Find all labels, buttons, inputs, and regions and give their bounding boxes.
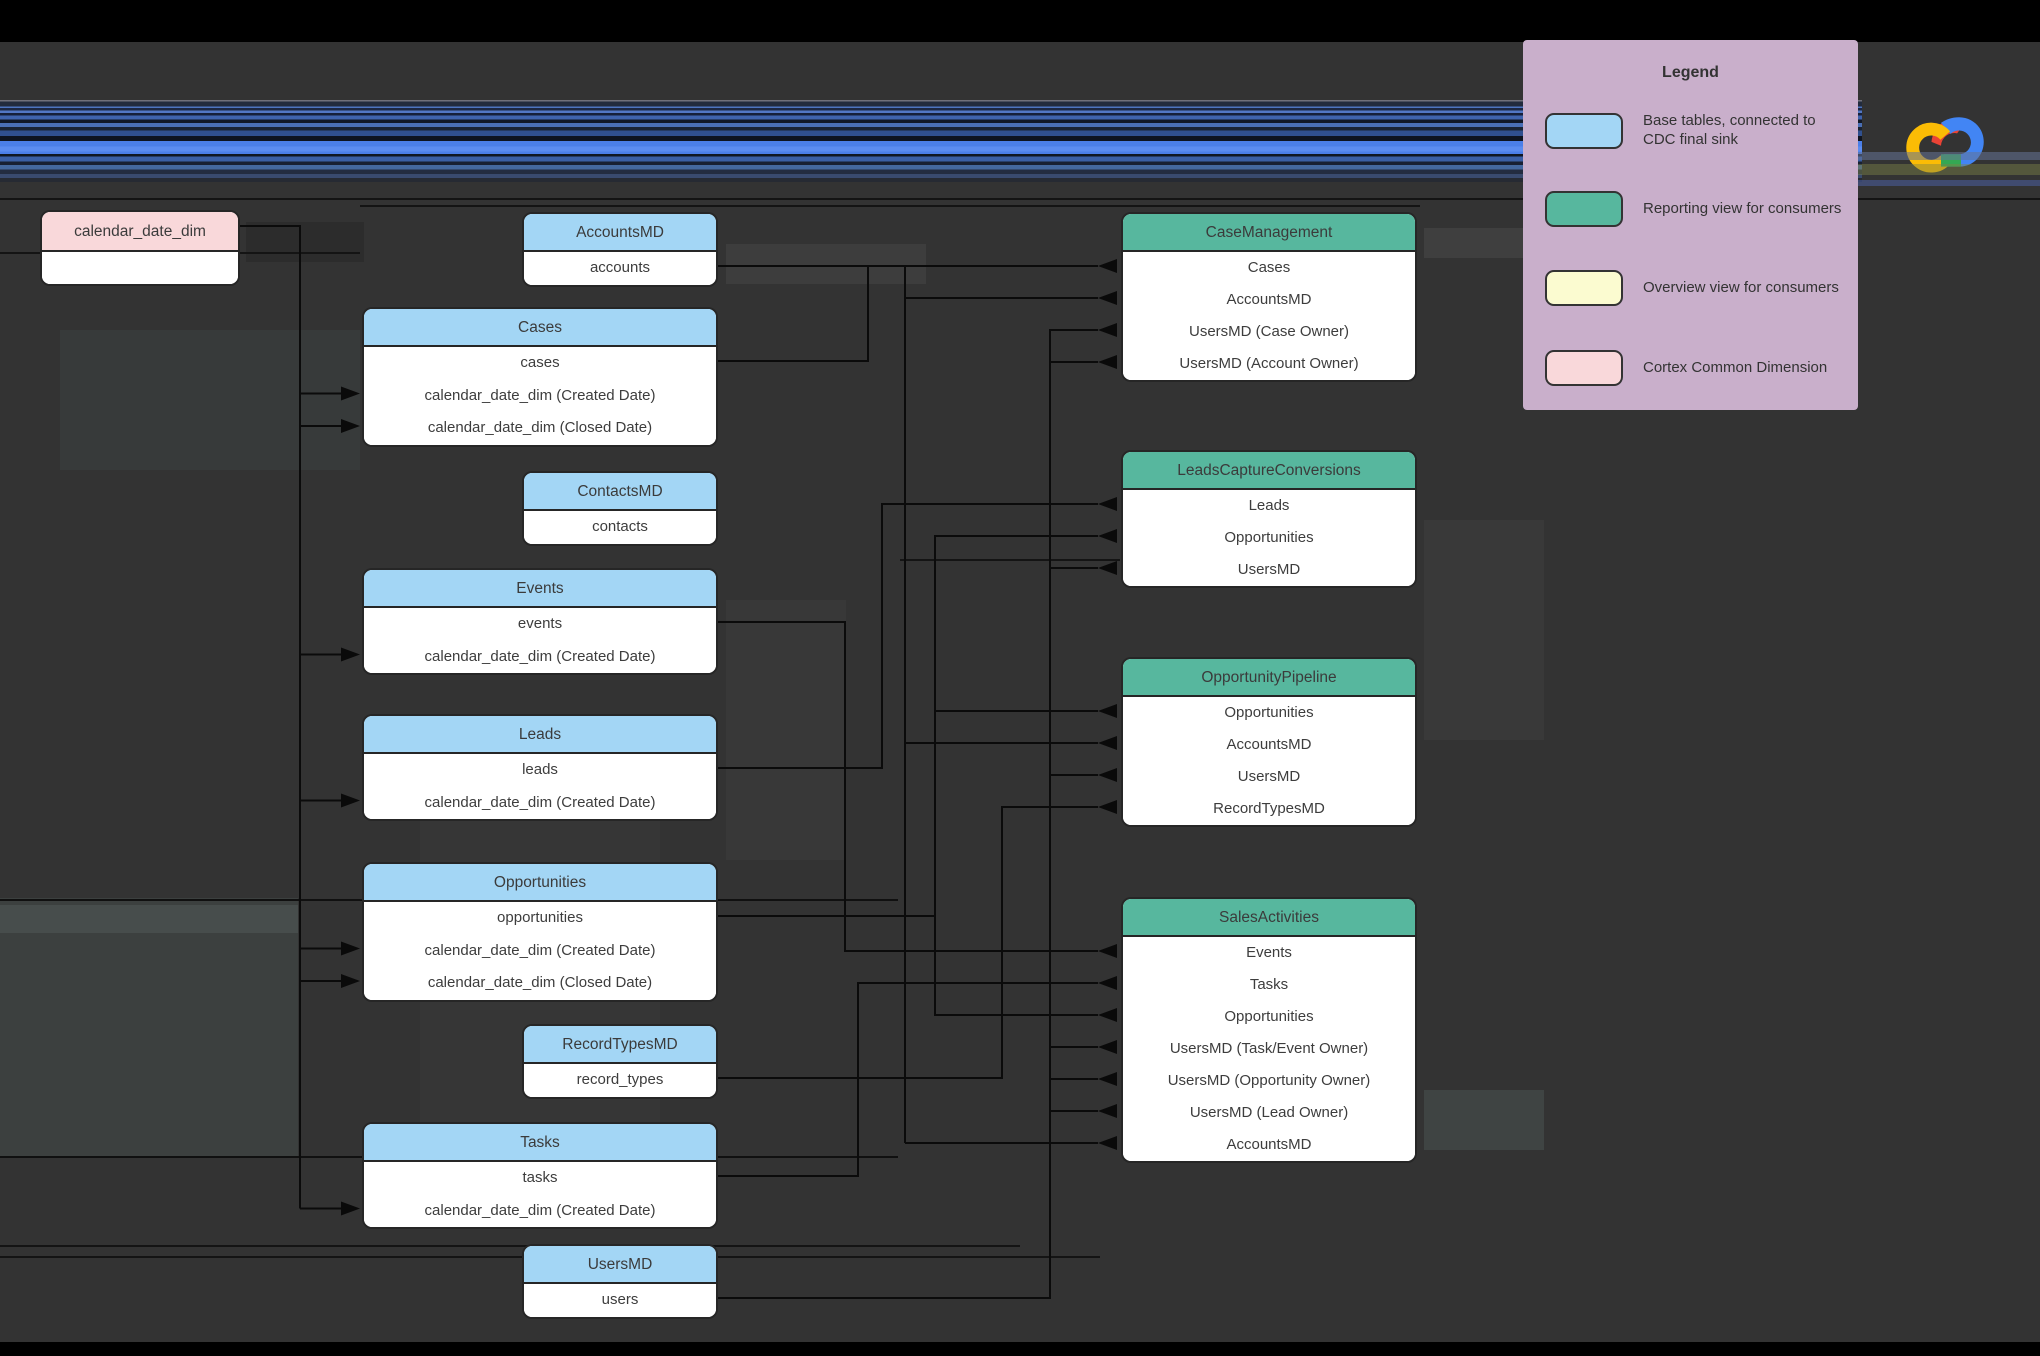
background-artifact: [246, 222, 364, 262]
view-row: Opportunities: [1123, 522, 1415, 554]
table-tasks: Tasks tasks calendar_date_dim (Created D…: [362, 1122, 718, 1229]
table-row: users: [524, 1284, 716, 1317]
view-row: AccountsMD: [1123, 284, 1415, 316]
table-calendar-date-dim-body: [42, 252, 238, 284]
legend-label: Reporting view for consumers: [1643, 199, 1842, 217]
view-row: AccountsMD: [1123, 729, 1415, 761]
table-tasks-header: Tasks: [364, 1124, 716, 1162]
background-artifact: [1424, 228, 1534, 258]
view-opportunitypipeline: OpportunityPipeline Opportunities Accoun…: [1121, 657, 1417, 827]
view-row: UsersMD (Opportunity Owner): [1123, 1065, 1415, 1097]
background-artifact: [726, 600, 846, 860]
table-row: calendar_date_dim (Closed Date): [364, 412, 716, 445]
table-usersmd: UsersMD users: [522, 1244, 718, 1319]
table-row: contacts: [524, 511, 716, 544]
table-row: calendar_date_dim (Created Date): [364, 640, 716, 673]
view-row: UsersMD: [1123, 554, 1415, 586]
background-artifact: [0, 905, 298, 933]
view-casemanagement: CaseManagement Cases AccountsMD UsersMD …: [1121, 212, 1417, 382]
background-artifact: [60, 330, 360, 470]
table-calendar-date-dim-header: calendar_date_dim: [42, 212, 238, 252]
view-row: Tasks: [1123, 969, 1415, 1001]
table-leads-header: Leads: [364, 716, 716, 754]
table-row: accounts: [524, 252, 716, 285]
table-row: opportunities: [364, 902, 716, 935]
view-casemanagement-header: CaseManagement: [1123, 214, 1415, 252]
view-row: UsersMD (Account Owner): [1123, 348, 1415, 380]
logo-streak-artifact: [1858, 164, 2040, 175]
view-leadscaptureconversions: LeadsCaptureConversions Leads Opportunit…: [1121, 450, 1417, 588]
legend-panel: Legend Base tables, connected to CDC fin…: [1523, 40, 1858, 410]
view-row: Opportunities: [1123, 697, 1415, 729]
view-row: UsersMD (Lead Owner): [1123, 1097, 1415, 1129]
view-row: Events: [1123, 937, 1415, 969]
view-row: Leads: [1123, 490, 1415, 522]
view-leadscaptureconversions-header: LeadsCaptureConversions: [1123, 452, 1415, 490]
legend-label: Overview view for consumers: [1643, 278, 1839, 296]
view-row: UsersMD: [1123, 761, 1415, 793]
view-opportunitypipeline-header: OpportunityPipeline: [1123, 659, 1415, 697]
table-row: calendar_date_dim (Created Date): [364, 379, 716, 412]
bottom-black-band: [0, 1342, 2040, 1356]
table-row: calendar_date_dim (Created Date): [364, 786, 716, 819]
background-artifact: [726, 244, 926, 284]
background-artifact: [0, 898, 298, 1156]
overview-view-swatch: [1545, 270, 1623, 306]
table-opportunities: Opportunities opportunities calendar_dat…: [362, 862, 718, 1002]
table-contactsmd-header: ContactsMD: [524, 473, 716, 511]
table-row: events: [364, 608, 716, 641]
table-row: cases: [364, 347, 716, 380]
legend-label: Cortex Common Dimension: [1643, 358, 1828, 376]
table-accountsmd-header: AccountsMD: [524, 214, 716, 252]
background-artifact: [1424, 1090, 1544, 1150]
table-recordtypesmd: RecordTypesMD record_types: [522, 1024, 718, 1099]
table-calendar-date-dim: calendar_date_dim: [40, 210, 240, 286]
table-row: calendar_date_dim (Created Date): [364, 1194, 716, 1227]
common-dimension-swatch: [1545, 350, 1623, 386]
view-row: Opportunities: [1123, 1001, 1415, 1033]
logo-streak-artifact: [1858, 152, 2040, 160]
base-table-swatch: [1545, 113, 1623, 149]
legend-title: Legend: [1662, 64, 1719, 81]
view-row: UsersMD (Case Owner): [1123, 316, 1415, 348]
table-events-header: Events: [364, 570, 716, 608]
view-salesactivities: SalesActivities Events Tasks Opportuniti…: [1121, 897, 1417, 1163]
table-usersmd-header: UsersMD: [524, 1246, 716, 1284]
table-row: calendar_date_dim (Created Date): [364, 934, 716, 967]
table-accountsmd: AccountsMD accounts: [522, 212, 718, 287]
reporting-view-swatch: [1545, 191, 1623, 227]
background-artifact: [1424, 520, 1544, 740]
logo-streak-artifact: [1858, 180, 2040, 186]
table-row: record_types: [524, 1064, 716, 1097]
view-row: UsersMD (Task/Event Owner): [1123, 1033, 1415, 1065]
table-leads: Leads leads calendar_date_dim (Created D…: [362, 714, 718, 821]
table-cases: Cases cases calendar_date_dim (Created D…: [362, 307, 718, 447]
table-events: Events events calendar_date_dim (Created…: [362, 568, 718, 675]
view-row: AccountsMD: [1123, 1129, 1415, 1161]
top-black-band: [0, 0, 2040, 42]
table-row: leads: [364, 754, 716, 787]
table-contactsmd: ContactsMD contacts: [522, 471, 718, 546]
legend-label: Base tables, connected to CDC final sink: [1643, 112, 1816, 148]
table-opportunities-header: Opportunities: [364, 864, 716, 902]
table-cases-header: Cases: [364, 309, 716, 347]
table-recordtypesmd-header: RecordTypesMD: [524, 1026, 716, 1064]
view-row: Cases: [1123, 252, 1415, 284]
table-row: calendar_date_dim (Closed Date): [364, 967, 716, 1000]
table-row: tasks: [364, 1162, 716, 1195]
view-salesactivities-header: SalesActivities: [1123, 899, 1415, 937]
view-row: RecordTypesMD: [1123, 793, 1415, 825]
